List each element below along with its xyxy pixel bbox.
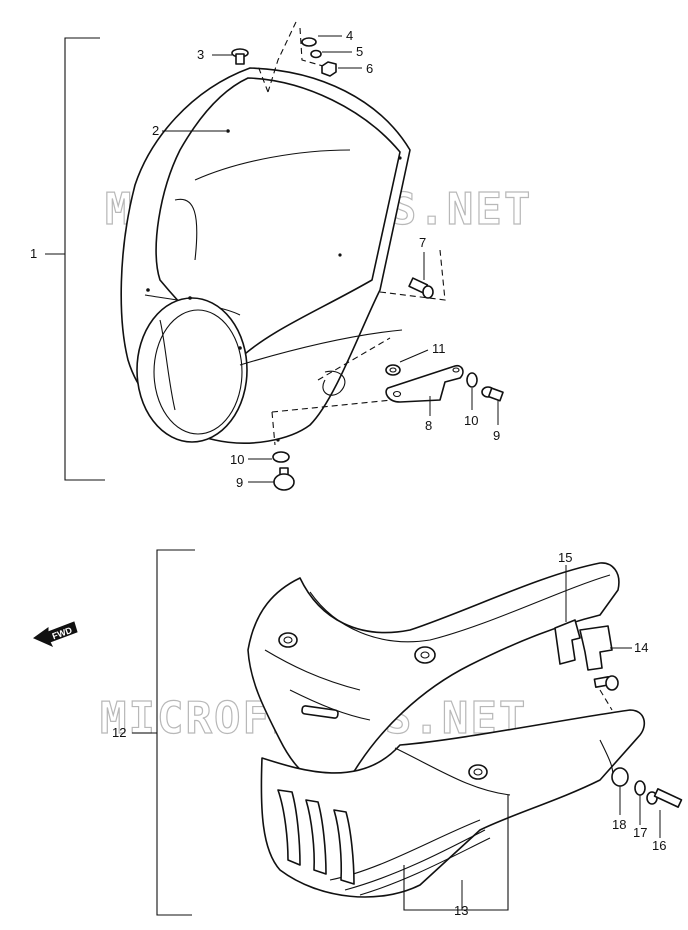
callout-7: 7	[419, 235, 426, 250]
clip-part-15	[554, 619, 581, 665]
fwd-label: FWD	[51, 625, 74, 642]
callout-12: 12	[112, 725, 126, 740]
bolt-part-9-lower	[273, 467, 295, 491]
callout-13: 13	[454, 903, 468, 918]
callout-3: 3	[197, 47, 204, 62]
bracket-part-13	[403, 795, 509, 911]
headlight-cowl	[120, 67, 411, 444]
washer-part-18	[611, 767, 629, 787]
callout-8: 8	[425, 418, 432, 433]
callout-9-right: 9	[493, 428, 500, 443]
callout-17: 17	[633, 825, 647, 840]
washer-part-17	[634, 780, 646, 796]
washer-part-4	[301, 37, 317, 47]
callout-18: 18	[612, 817, 626, 832]
callout-1: 1	[30, 246, 37, 261]
callout-15: 15	[558, 550, 572, 565]
washer-part-10-lower	[272, 451, 290, 463]
nut-part-6	[321, 61, 337, 77]
callout-6: 6	[366, 61, 373, 76]
bracket-part-14	[579, 625, 613, 671]
bolt-part-9-right	[481, 386, 504, 402]
washer-part-10-right	[466, 372, 478, 388]
callout-4: 4	[346, 28, 353, 43]
callout-11: 11	[432, 341, 446, 356]
callout-10-lower: 10	[230, 452, 244, 467]
callout-9-lower: 9	[236, 475, 243, 490]
callout-16: 16	[652, 838, 666, 853]
under-cowl	[247, 562, 646, 898]
callout-10-right: 10	[464, 413, 478, 428]
callout-14: 14	[634, 640, 648, 655]
callout-5: 5	[356, 44, 363, 59]
fwd-arrow-icon: FWD	[32, 621, 78, 648]
headlight-opening	[136, 297, 248, 443]
callout-2: 2	[152, 123, 159, 138]
bolt-part-16	[646, 788, 683, 808]
screw-part-3	[231, 48, 249, 65]
grommet-part-11	[385, 364, 401, 376]
bracket-assembly-1	[64, 37, 105, 481]
screw-under-part-14	[593, 675, 619, 691]
bolt-part-7	[408, 277, 434, 299]
bracket-part-8	[385, 364, 464, 403]
spacer-part-5	[310, 49, 322, 59]
